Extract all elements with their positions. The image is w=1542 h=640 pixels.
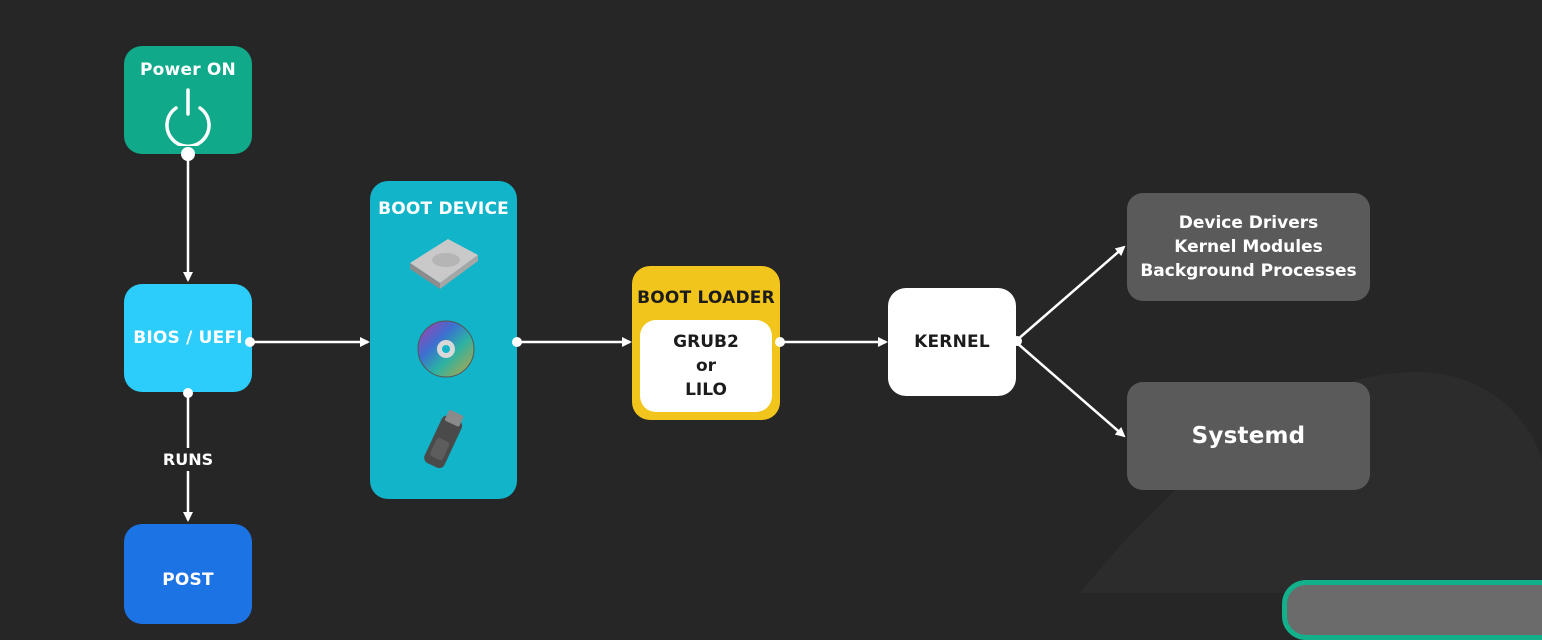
hard-disk-icon bbox=[410, 239, 478, 289]
post-label: POST bbox=[162, 570, 214, 590]
kernel-node: KERNEL bbox=[888, 288, 1016, 396]
runs-edge-label: RUNS bbox=[154, 448, 222, 471]
partial-node-bottom-right bbox=[1282, 580, 1542, 640]
grub2-label: GRUB2 bbox=[673, 332, 739, 352]
systemd-label: Systemd bbox=[1191, 423, 1306, 449]
kernel-label: KERNEL bbox=[914, 332, 990, 352]
background-processes-label: Background Processes bbox=[1140, 261, 1357, 281]
boot-device-node: BOOT DEVICE bbox=[370, 181, 517, 499]
power-icon bbox=[165, 88, 211, 146]
cd-disc-icon bbox=[417, 320, 475, 378]
bios-uefi-label: BIOS / UEFI bbox=[133, 328, 243, 348]
kernel-modules-label: Kernel Modules bbox=[1174, 237, 1323, 257]
boot-device-label: BOOT DEVICE bbox=[378, 199, 509, 219]
post-node: POST bbox=[124, 524, 252, 624]
lilo-label: LILO bbox=[685, 380, 727, 400]
boot-loader-options: GRUB2 or LILO bbox=[640, 320, 772, 412]
power-on-label: Power ON bbox=[140, 60, 236, 80]
drivers-modules-node: Device Drivers Kernel Modules Background… bbox=[1127, 193, 1370, 301]
boot-loader-label: BOOT LOADER bbox=[637, 288, 775, 308]
usb-drive-icon bbox=[424, 410, 464, 469]
power-on-node: Power ON bbox=[124, 46, 252, 154]
systemd-node: Systemd bbox=[1127, 382, 1370, 490]
or-label: or bbox=[695, 356, 717, 376]
device-drivers-label: Device Drivers bbox=[1178, 213, 1319, 233]
boot-loader-node: BOOT LOADER GRUB2 or LILO bbox=[632, 266, 780, 420]
bios-uefi-node: BIOS / UEFI bbox=[124, 284, 252, 392]
